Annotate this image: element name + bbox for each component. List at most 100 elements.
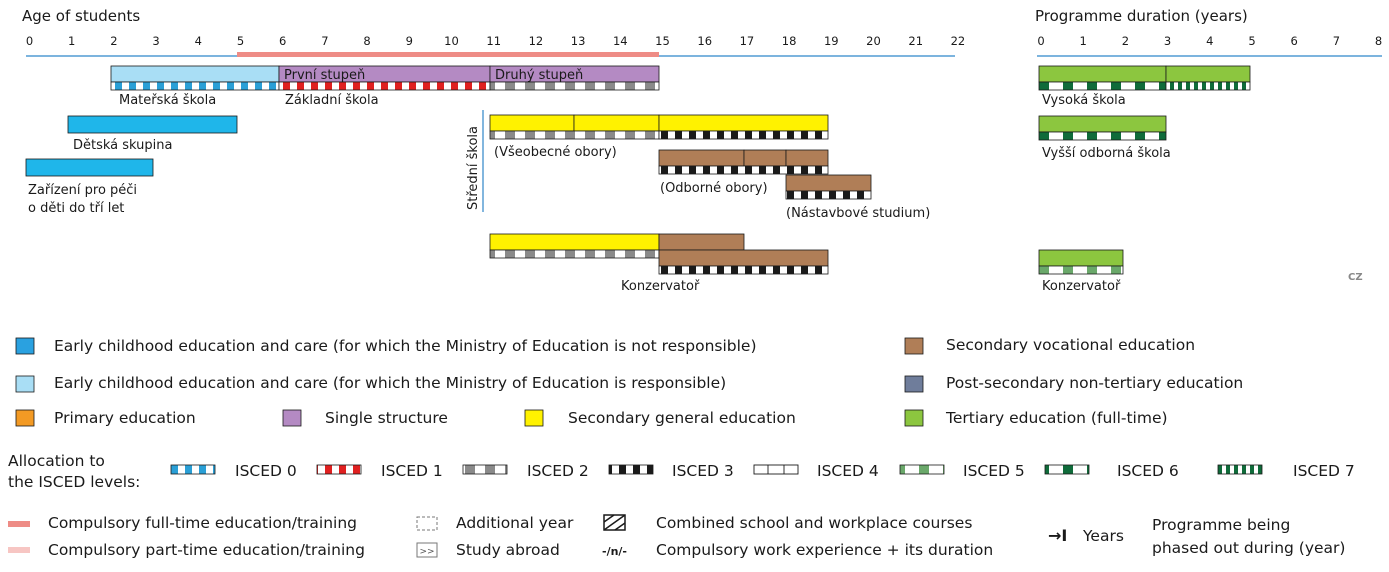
age-tick-3: 3 (152, 34, 159, 48)
nastavbove-label: (Nástavbové studium) (786, 206, 930, 221)
legend-years: Years (1082, 527, 1124, 545)
isced1-label: ISCED 1 (381, 462, 443, 480)
isced5-label: ISCED 5 (963, 462, 1025, 480)
detska-skupina-bar (67, 115, 238, 134)
age-tick-15: 15 (655, 34, 670, 48)
druhy-isced2-strip (489, 81, 660, 91)
konzervator-isced3-strip (658, 265, 829, 275)
age-tick-20: 20 (866, 34, 881, 48)
prvni-isced1-strip (278, 81, 491, 91)
vseobecne-bar-a (489, 114, 575, 132)
materska-skola-bar (110, 65, 280, 83)
odborne-label: (Odborné obory) (660, 181, 768, 196)
materska-skola-label: Mateřská škola (119, 93, 216, 108)
legend-sec-general: Secondary general education (568, 409, 796, 427)
legend-swatch-primary (15, 409, 35, 427)
legend-phased-line2: phased out during (year) (1152, 539, 1345, 557)
age-tick-5: 5 (237, 34, 244, 48)
age-tick-11: 11 (486, 34, 501, 48)
isced7-swatch (1217, 464, 1263, 475)
duration-tick-2: 2 (1122, 34, 1129, 48)
age-tick-7: 7 (321, 34, 328, 48)
isced4-label: ISCED 4 (817, 462, 879, 480)
legend-tertiary: Tertiary education (full-time) (945, 409, 1168, 427)
duration-tick-7: 7 (1333, 34, 1340, 48)
age-tick-22: 22 (951, 34, 966, 48)
duration-tick-0: 0 (1037, 34, 1044, 48)
age-tick-4: 4 (195, 34, 202, 48)
legend-ecec-not: Early childhood education and care (for … (54, 337, 757, 355)
vysoka-skola-label: Vysoká škola (1042, 93, 1126, 108)
legend-additional-year: Additional year (456, 514, 574, 532)
vysoka-isced7-strip (1165, 81, 1251, 91)
isced0-label: ISCED 0 (235, 462, 297, 480)
age-tick-8: 8 (363, 34, 370, 48)
legend-post-secondary: Post-secondary non-tertiary education (946, 374, 1243, 392)
isced5-swatch (899, 464, 945, 475)
duration-tick-1: 1 (1080, 34, 1087, 48)
legend-primary: Primary education (54, 409, 196, 427)
isced2-swatch (462, 464, 508, 475)
vseobecne-label: (Všeobecné obory) (494, 145, 617, 160)
legend-swatch-sec-general (524, 409, 544, 427)
konzervator-isced5-strip (1038, 265, 1124, 275)
age-tick-21: 21 (908, 34, 923, 48)
compulsory-part-swatch (8, 547, 30, 553)
stredni-skola-label: Střední škola (466, 126, 481, 210)
druhy-stupen-label: Druhý stupeň (495, 68, 583, 83)
legend-compulsory-part: Compulsory part-time education/training (48, 541, 365, 559)
konzervator-vocational-bar-a (658, 233, 745, 251)
isced2-label: ISCED 2 (527, 462, 589, 480)
study-abroad-symbol: >> (419, 547, 434, 557)
detska-skupina-label: Dětská skupina (73, 138, 173, 153)
legend-single: Single structure (325, 409, 448, 427)
legend-study-abroad: Study abroad (456, 541, 560, 559)
isced3-label: ISCED 3 (672, 462, 734, 480)
age-tick-16: 16 (697, 34, 712, 48)
konzervator-isced2-strip (489, 249, 660, 259)
odborne-bar-c (785, 149, 829, 167)
vseobecne-isced2-strip (489, 130, 660, 140)
vseobecne-bar-c (658, 114, 829, 132)
age-tick-17: 17 (740, 34, 755, 48)
legend-allocation-line1: Allocation to (8, 452, 105, 470)
konzervator-vocational-bar-b (658, 249, 829, 267)
odborne-bar-b (743, 149, 787, 167)
years-arrow-icon: →I (1048, 526, 1067, 545)
zarizeni-bar (25, 158, 154, 177)
isced6-label: ISCED 6 (1117, 462, 1179, 480)
prvni-stupen-label: První stupeň (284, 68, 365, 83)
zarizeni-label-line1: Zařízení pro péči (28, 183, 137, 198)
country-code: CZ (1348, 272, 1363, 283)
legend-ecec-resp: Early childhood education and care (for … (54, 374, 726, 392)
odborne-isced3-strip (658, 165, 829, 175)
legend-phased-line1: Programme being (1152, 516, 1290, 534)
duration-axis-title: Programme duration (years) (1035, 7, 1248, 25)
zarizeni-label-line2: o děti do tří let (28, 201, 124, 216)
age-tick-13: 13 (571, 34, 586, 48)
isced3-swatch (608, 464, 654, 475)
legend-compulsory-full: Compulsory full-time education/training (48, 514, 357, 532)
vseobecne-bar-b (573, 114, 660, 132)
age-tick-12: 12 (529, 34, 544, 48)
legend-swatch-sec-vocational (904, 337, 924, 355)
odborne-bar-a (658, 149, 745, 167)
additional-year-icon (416, 516, 438, 531)
age-tick-9: 9 (406, 34, 413, 48)
vyssi-odborna-label: Vyšší odborná škola (1042, 146, 1171, 161)
duration-tick-8: 8 (1375, 34, 1382, 48)
vyssi-isced6-strip (1038, 131, 1167, 141)
legend-work-experience: Compulsory work experience + its duratio… (656, 541, 993, 559)
age-tick-1: 1 (68, 34, 75, 48)
isced0-swatch (170, 464, 216, 475)
vysoka-isced6-strip (1038, 81, 1167, 91)
age-tick-0: 0 (26, 34, 33, 48)
nastavbove-isced3-strip (785, 190, 872, 200)
legend-swatch-ecec-not (15, 337, 35, 355)
age-tick-14: 14 (613, 34, 628, 48)
duration-tick-3: 3 (1164, 34, 1171, 48)
vysoka-bachelor-bar (1038, 65, 1167, 83)
